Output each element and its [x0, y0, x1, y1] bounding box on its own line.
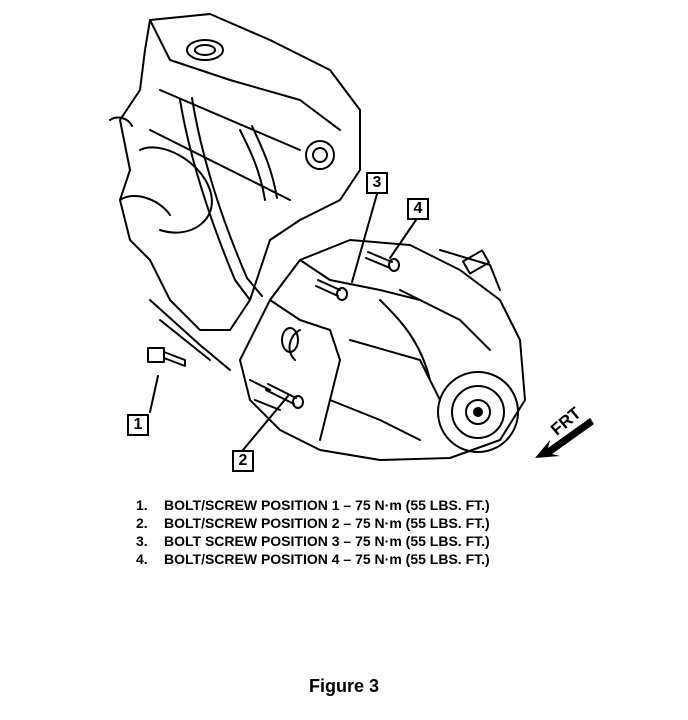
legend-item-3: 3. BOLT SCREW POSITION 3 – 75 N·m (55 LB…	[136, 532, 596, 550]
legend-number: 3.	[136, 533, 148, 549]
callout-4: 4	[407, 198, 429, 220]
legend-item-2: 2. BOLT/SCREW POSITION 2 – 75 N·m (55 LB…	[136, 514, 596, 532]
bolt-position-4	[365, 251, 400, 272]
legend-item-4: 4. BOLT/SCREW POSITION 4 – 75 N·m (55 LB…	[136, 550, 596, 568]
leader-line-3	[351, 193, 378, 283]
legend-item-1: 1. BOLT/SCREW POSITION 1 – 75 N·m (55 LB…	[136, 496, 596, 514]
legend-text: BOLT/SCREW POSITION 2 – 75 N·m (55 LBS. …	[164, 515, 490, 531]
legend-number: 2.	[136, 515, 148, 531]
front-direction-arrow	[535, 418, 594, 458]
legend-number: 1.	[136, 497, 148, 513]
torque-legend: 1. BOLT/SCREW POSITION 1 – 75 N·m (55 LB…	[136, 496, 596, 568]
legend-number: 4.	[136, 551, 148, 567]
legend-text: BOLT SCREW POSITION 3 – 75 N·m (55 LBS. …	[164, 533, 490, 549]
callout-3: 3	[366, 172, 388, 194]
bolt-position-2	[265, 383, 304, 409]
legend-text: BOLT/SCREW POSITION 4 – 75 N·m (55 LBS. …	[164, 551, 490, 567]
leader-line-2	[242, 395, 289, 451]
transaxle-housing	[239, 239, 526, 461]
callout-1: 1	[127, 414, 149, 436]
bolt-position-3	[315, 279, 348, 301]
leader-line-4	[389, 219, 417, 259]
callout-2: 2	[232, 450, 254, 472]
figure-caption: Figure 3	[308, 676, 379, 696]
bolt-position-1	[147, 347, 186, 367]
engine-transaxle-illustration	[109, 13, 594, 461]
legend-text: BOLT/SCREW POSITION 1 – 75 N·m (55 LBS. …	[164, 497, 490, 513]
leader-line-1	[149, 375, 159, 413]
engine-block	[109, 13, 361, 371]
